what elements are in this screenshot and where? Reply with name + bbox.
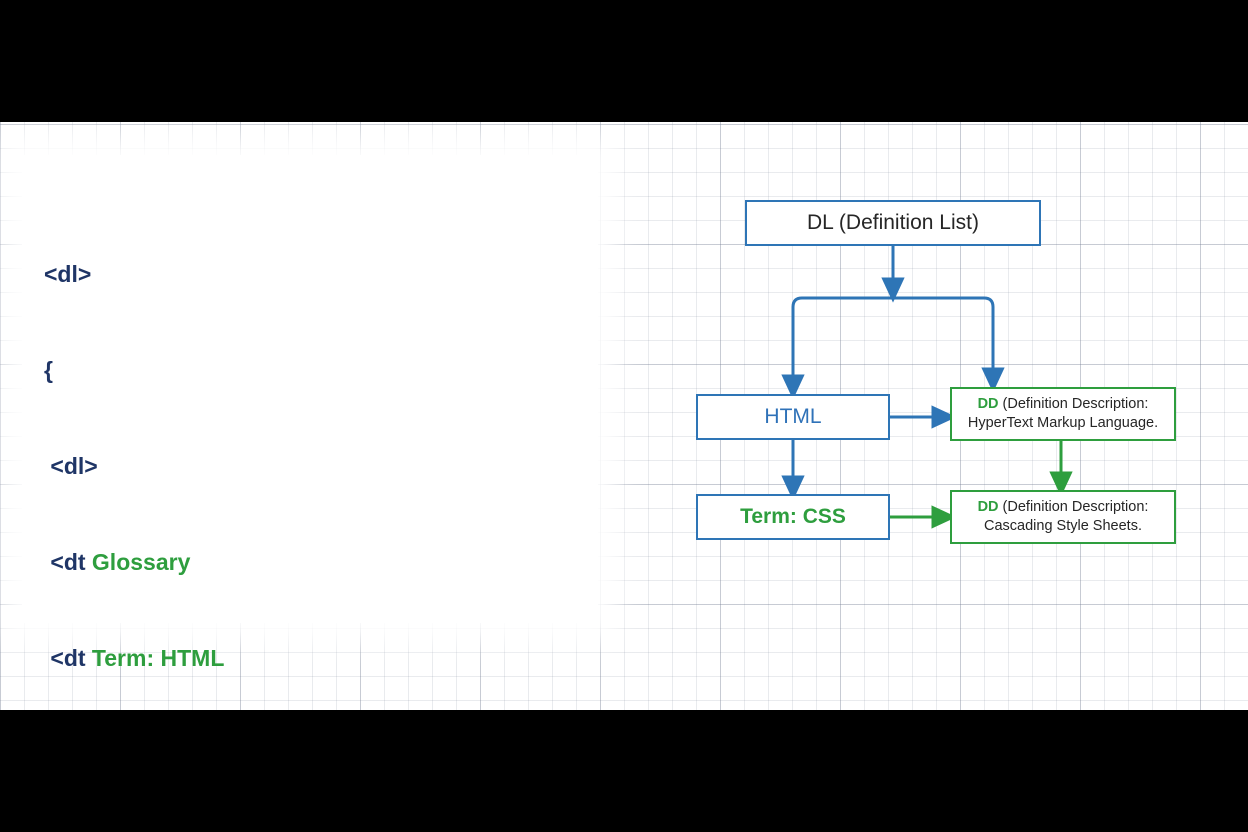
code-line-1: <dl> (44, 258, 604, 290)
dd-detail: Cascading Style Sheets. (984, 518, 1142, 534)
code-seg: <dl> (44, 453, 98, 479)
letterbox-top (0, 0, 1248, 122)
dd-tag: DD (977, 396, 999, 412)
code-block: <dl> { <dl> <dt Glossary <dt Term: HTML … (44, 194, 604, 710)
flow-diagram: DL (Definition List) HTML Term: CSS DD (… (0, 122, 1248, 710)
node-dd-html-text: DD (Definition Description: HyperText Mar… (968, 395, 1158, 433)
node-term-css-label: Term: CSS (740, 505, 846, 528)
dd-rest: (Definition Description: (1002, 499, 1149, 515)
code-seg: <dt (44, 549, 92, 575)
code-seg: <dl> (44, 261, 92, 287)
edge-split-bus (781, 296, 1005, 400)
node-html-label: HTML (764, 405, 822, 428)
node-dl[interactable]: DL (Definition List) (745, 200, 1041, 246)
node-dd-css-text: DD (Definition Description: Cascading Sty… (978, 498, 1149, 536)
graph-paper-canvas: <dl> { <dl> <dt Glossary <dt Term: HTML … (0, 122, 1248, 710)
code-seg: <dt (44, 645, 92, 671)
node-dl-label: DL (Definition List) (807, 211, 979, 234)
code-panel-background (22, 155, 598, 623)
code-line-5: <dt Term: HTML (44, 642, 604, 674)
node-dd-html[interactable]: DD (Definition Description: HyperText Mar… (950, 387, 1176, 441)
dd-detail: HyperText Markup Language. (967, 415, 1159, 431)
letterbox-bottom (0, 710, 1248, 832)
node-html[interactable]: HTML (696, 394, 890, 440)
node-term-css[interactable]: Term: CSS (696, 494, 890, 540)
node-dd-css[interactable]: DD (Definition Description: Cascading Sty… (950, 490, 1176, 544)
dd-tag: DD (977, 499, 999, 515)
code-seg: Term: HTML (91, 645, 225, 671)
dd-rest: (Definition Description: (1002, 396, 1149, 412)
code-line-4: <dt Glossary (44, 546, 604, 578)
code-seg: Glossary (91, 549, 191, 575)
code-line-2: { (44, 354, 604, 386)
code-line-3: <dl> (44, 450, 604, 482)
code-seg: { (44, 357, 53, 383)
